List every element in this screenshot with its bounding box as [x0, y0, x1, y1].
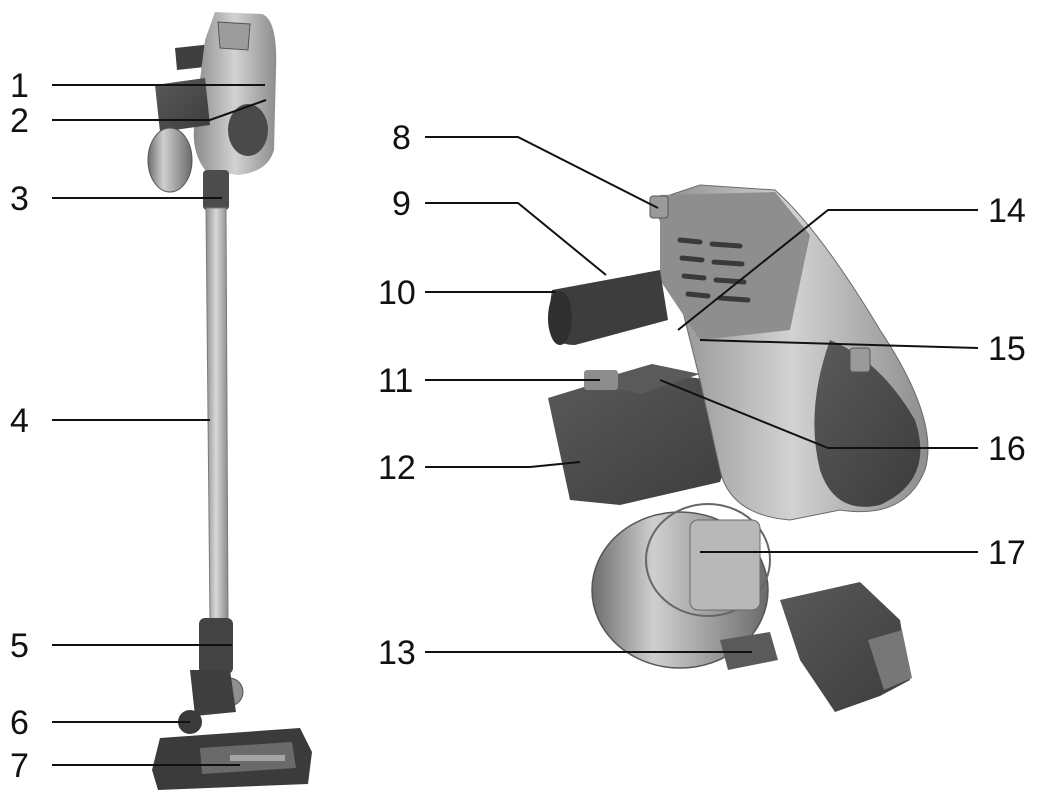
callout-3: 3 — [10, 180, 29, 218]
callout-12: 12 — [378, 449, 416, 487]
leader-9 — [425, 203, 606, 275]
callout-7: 7 — [10, 747, 29, 785]
callout-2: 2 — [10, 102, 29, 140]
left-floor-head-strip — [230, 755, 285, 761]
callout-16: 16 — [988, 430, 1026, 468]
leader-8 — [425, 137, 658, 208]
callout-17: 17 — [988, 534, 1026, 572]
callout-10: 10 — [378, 274, 416, 312]
callout-8: 8 — [392, 119, 411, 157]
callout-9: 9 — [392, 185, 411, 223]
left-dust-bin — [148, 128, 192, 192]
left-extension-tube — [206, 208, 228, 622]
callout-1: 1 — [10, 67, 29, 105]
right-power-button — [850, 348, 870, 372]
leader-12 — [425, 462, 580, 467]
callout-15: 15 — [988, 330, 1026, 368]
callout-13: 13 — [378, 634, 416, 672]
callout-6: 6 — [10, 704, 29, 742]
callout-4: 4 — [10, 402, 29, 440]
stick-vacuum-illustration — [148, 12, 312, 790]
left-battery — [155, 78, 210, 132]
right-cyclone-filter — [690, 520, 760, 610]
right-top-button — [650, 196, 668, 218]
left-top-vent — [218, 22, 250, 50]
callout-11: 11 — [378, 362, 413, 400]
callout-5: 5 — [10, 627, 29, 665]
left-tube-connector — [203, 170, 229, 210]
callout-14: 14 — [988, 192, 1026, 230]
right-handle-end — [548, 291, 572, 345]
left-neck — [190, 670, 236, 716]
